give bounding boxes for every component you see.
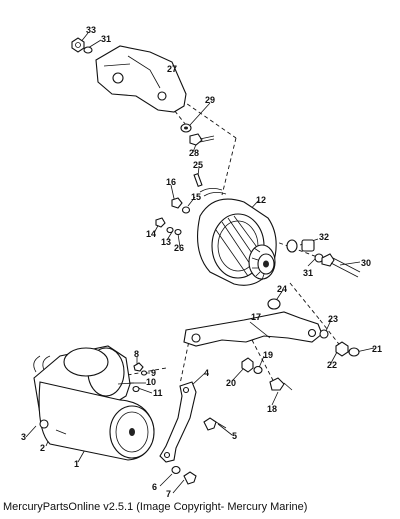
callout-21: 21 bbox=[372, 344, 382, 354]
callout-32: 32 bbox=[319, 232, 329, 242]
washer-31-top bbox=[83, 46, 93, 54]
callout-3: 3 bbox=[21, 432, 26, 442]
callout-29: 29 bbox=[205, 95, 215, 105]
callout-28: 28 bbox=[189, 148, 199, 158]
callout-4: 4 bbox=[204, 368, 209, 378]
bushing-24 bbox=[267, 298, 281, 310]
callout-8: 8 bbox=[134, 349, 139, 359]
callout-25: 25 bbox=[193, 160, 203, 170]
washer-26 bbox=[174, 228, 182, 236]
callout-12: 12 bbox=[256, 195, 266, 205]
nut-16 bbox=[171, 197, 183, 209]
terminal-10 bbox=[117, 382, 135, 385]
callout-15: 15 bbox=[191, 192, 201, 202]
callout-16: 16 bbox=[166, 177, 176, 187]
callout-31: 31 bbox=[101, 34, 111, 44]
callout-27: 27 bbox=[167, 64, 177, 74]
bolt-18 bbox=[269, 377, 293, 391]
callout-labels: 33 31 27 29 28 25 16 15 12 14 13 26 32 3… bbox=[21, 25, 382, 499]
washer-23 bbox=[319, 329, 329, 339]
callout-1: 1 bbox=[74, 459, 79, 469]
bolt-7 bbox=[183, 471, 197, 485]
nut-22 bbox=[335, 341, 349, 357]
bracket-27 bbox=[95, 45, 187, 113]
callout-20: 20 bbox=[226, 378, 236, 388]
callout-9: 9 bbox=[151, 368, 156, 378]
callout-7: 7 bbox=[166, 489, 171, 499]
alternator-12 bbox=[197, 198, 298, 286]
washer-13 bbox=[166, 226, 174, 234]
washer-19 bbox=[253, 365, 263, 375]
callout-11: 11 bbox=[153, 388, 163, 398]
bracket-17 bbox=[183, 311, 323, 347]
nut-20 bbox=[241, 357, 254, 373]
washer-9 bbox=[140, 370, 148, 376]
bolt-28 bbox=[189, 133, 215, 146]
washer-6 bbox=[171, 465, 181, 475]
bolt-30 bbox=[321, 253, 361, 278]
callout-6: 6 bbox=[152, 482, 157, 492]
washer-29 bbox=[180, 123, 192, 133]
bolt-5 bbox=[203, 417, 227, 431]
nut-11 bbox=[132, 385, 140, 393]
callout-5: 5 bbox=[232, 431, 237, 441]
callout-26: 26 bbox=[174, 243, 184, 253]
callout-33: 33 bbox=[86, 25, 96, 35]
callout-14: 14 bbox=[146, 229, 156, 239]
callout-31b: 31 bbox=[303, 268, 313, 278]
nut-14 bbox=[155, 217, 166, 228]
callout-13: 13 bbox=[161, 237, 171, 247]
pin-25 bbox=[193, 172, 203, 188]
callout-22: 22 bbox=[327, 360, 337, 370]
callout-10: 10 bbox=[146, 377, 156, 387]
callout-18: 18 bbox=[267, 404, 277, 414]
terminal-nut-8 bbox=[133, 362, 144, 372]
starter-motor-1 bbox=[33, 345, 155, 461]
callout-24: 24 bbox=[277, 284, 287, 294]
callout-19: 19 bbox=[263, 350, 273, 360]
callout-23: 23 bbox=[328, 314, 338, 324]
strap-4 bbox=[159, 381, 197, 463]
callout-30: 30 bbox=[361, 258, 371, 268]
bolt-21 bbox=[348, 347, 360, 357]
copyright-footer: MercuryPartsOnline v2.5.1 (Image Copyrig… bbox=[3, 501, 308, 513]
terminal-15 bbox=[181, 188, 227, 214]
callout-17: 17 bbox=[251, 312, 261, 322]
spacer-32 bbox=[301, 239, 315, 252]
callout-2: 2 bbox=[40, 443, 45, 453]
